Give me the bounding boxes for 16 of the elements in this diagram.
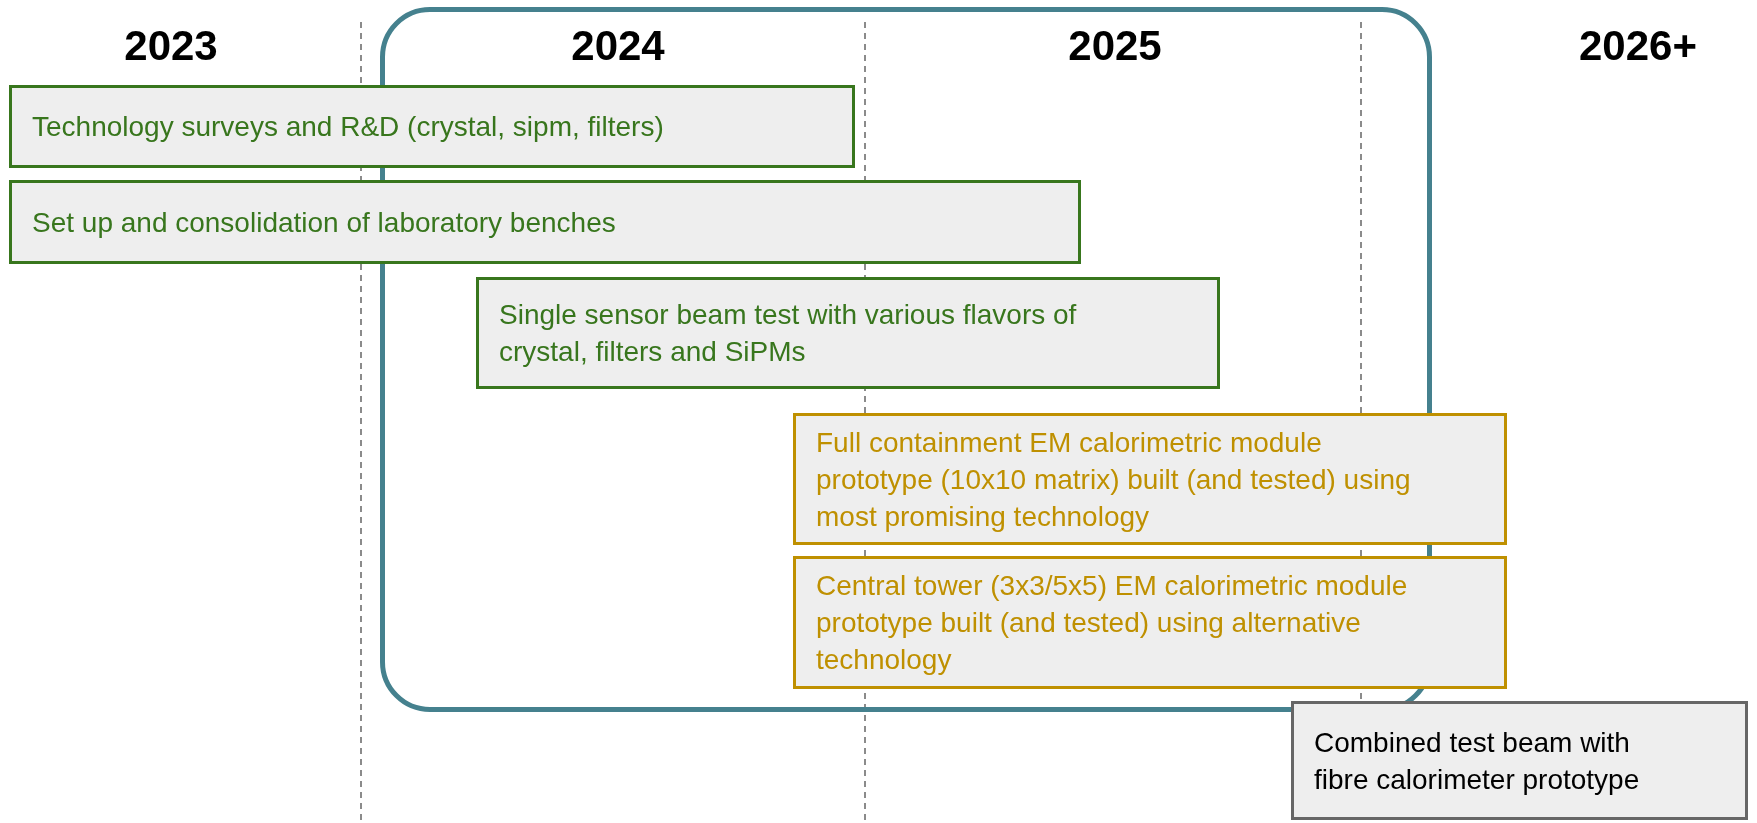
task-bar (793, 556, 1507, 689)
task-bar (9, 85, 855, 168)
year-heading: 2026+ (1579, 22, 1697, 70)
task-text: Set up and consolidation of laboratory benches (32, 205, 616, 240)
year-heading: 2025 (1068, 22, 1162, 70)
year-heading: 2024 (571, 22, 665, 70)
task-text: Central tower (3x3/5x5) EM calorimetric module prototype built (and tested) using alternative technology (816, 569, 1409, 677)
year-heading: 2023 (124, 22, 218, 70)
task-bar (793, 413, 1507, 545)
task-bar (476, 277, 1220, 389)
task-text: Combined test beam with fibre calorimeter prototype (1314, 725, 1641, 797)
task-text: Single sensor beam test with various flavors of crystal, filters and SiPMs (499, 298, 1078, 369)
task-bar (9, 180, 1081, 264)
task-bar (1291, 701, 1748, 820)
task-text: Full containment EM calorimetric module prototype (10x10 matrix) built (and tested) using most promising technology (816, 425, 1412, 534)
task-text: Technology surveys and R&D (crystal, sipm, filters) (32, 110, 664, 144)
